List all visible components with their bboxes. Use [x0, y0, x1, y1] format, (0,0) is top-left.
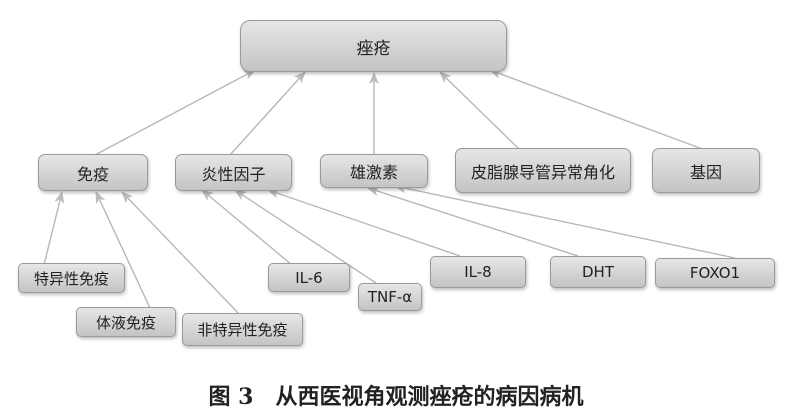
node-sebaceous-duct-keratinization: 皮脂腺导管异常角化 [455, 148, 631, 193]
node-androgen: 雄激素 [320, 154, 428, 188]
node-specific-immunity: 特异性免疫 [18, 263, 125, 293]
arrow-humoral-immunity-to-immunity [95, 191, 151, 309]
figure-caption: 图 3 从西医视角观测痤疮的病因病机 [208, 384, 584, 410]
arrow-immunity-to-acne [94, 69, 256, 156]
node-gene: 基因 [652, 148, 760, 193]
arrow-nonspecific-immunity-to-immunity [121, 191, 241, 316]
arrow-il8-to-inflammatory [267, 188, 461, 257]
arrow-specific-immunity-to-immunity [43, 191, 65, 266]
node-nonspecific-immunity: 非特异性免疫 [182, 313, 303, 346]
node-immunity: 免疫 [38, 154, 148, 191]
node-dht: DHT [550, 256, 646, 288]
node-inflammatory-factors: 炎性因子 [175, 154, 292, 191]
node-acne: 痤疮 [240, 20, 507, 72]
arrow-foxo1-to-androgen [394, 183, 736, 259]
node-il8: IL-8 [430, 256, 526, 288]
node-il6: IL-6 [268, 263, 350, 292]
node-foxo1: FOXO1 [655, 258, 775, 288]
node-tnf-alpha: TNF-α [358, 283, 422, 311]
arrow-gene-to-acne [489, 69, 706, 151]
diagram-connectors [43, 69, 736, 316]
arrow-sebaceous-to-acne [439, 71, 521, 151]
arrow-inflammatory-to-acne [229, 71, 306, 156]
node-humoral-immunity: 体液免疫 [76, 307, 176, 337]
arrow-dht-to-androgen [367, 186, 579, 257]
arrow-il6-to-inflammatory [201, 189, 293, 266]
arrow-tnf-to-inflammatory [234, 189, 377, 284]
